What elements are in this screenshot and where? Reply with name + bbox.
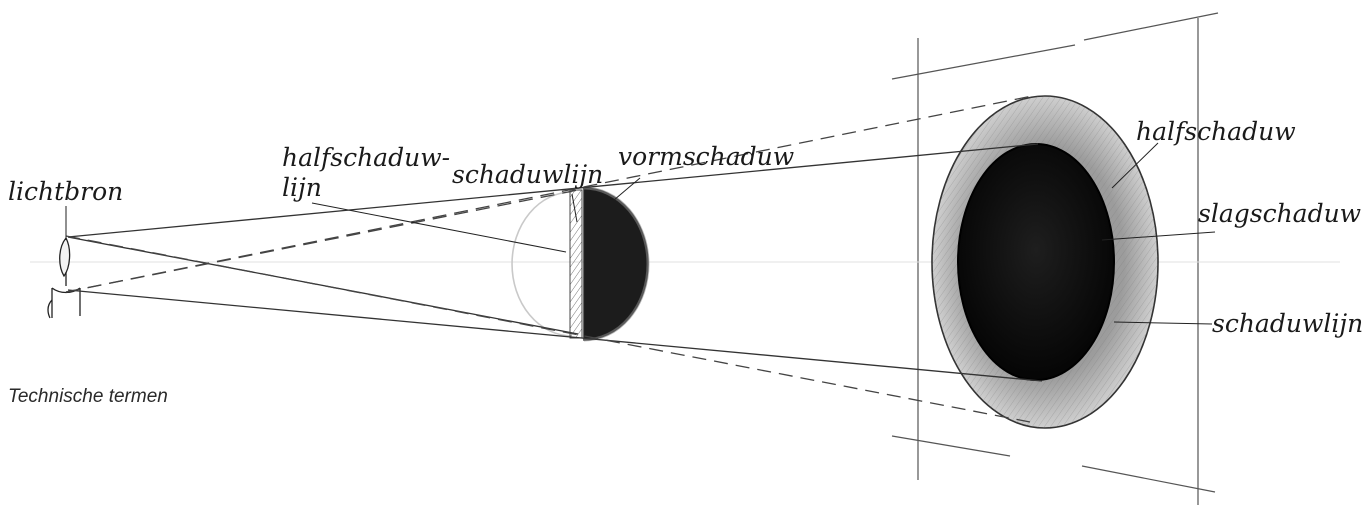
label-cast-shadow: slagschaduw xyxy=(1198,199,1361,228)
label-shadow-line-object: schaduwlijn xyxy=(452,160,603,189)
label-penumbra-line: halfschaduw- xyxy=(282,143,450,172)
sphere-shadow-line-band xyxy=(569,189,583,339)
umbra-cast-shadow xyxy=(957,143,1115,381)
leader-lines xyxy=(65,142,1216,325)
caption: Technische termen xyxy=(8,386,168,407)
label-light-source: lichtbron xyxy=(8,177,123,206)
candle-light-source xyxy=(47,236,81,319)
label-form-shadow: vormschaduw xyxy=(618,142,794,171)
sphere-lit-half xyxy=(511,191,573,337)
projection-plane xyxy=(891,12,1219,505)
sphere-form-shadow xyxy=(583,187,649,341)
penumbra-rays xyxy=(65,95,1033,423)
sphere-form-shadow-edge xyxy=(583,186,650,342)
label-penumbra-line-cont: lijn xyxy=(282,173,322,202)
label-penumbra: halfschaduw xyxy=(1136,117,1296,146)
label-shadow-line-cast: schaduwlijn xyxy=(1212,309,1363,338)
